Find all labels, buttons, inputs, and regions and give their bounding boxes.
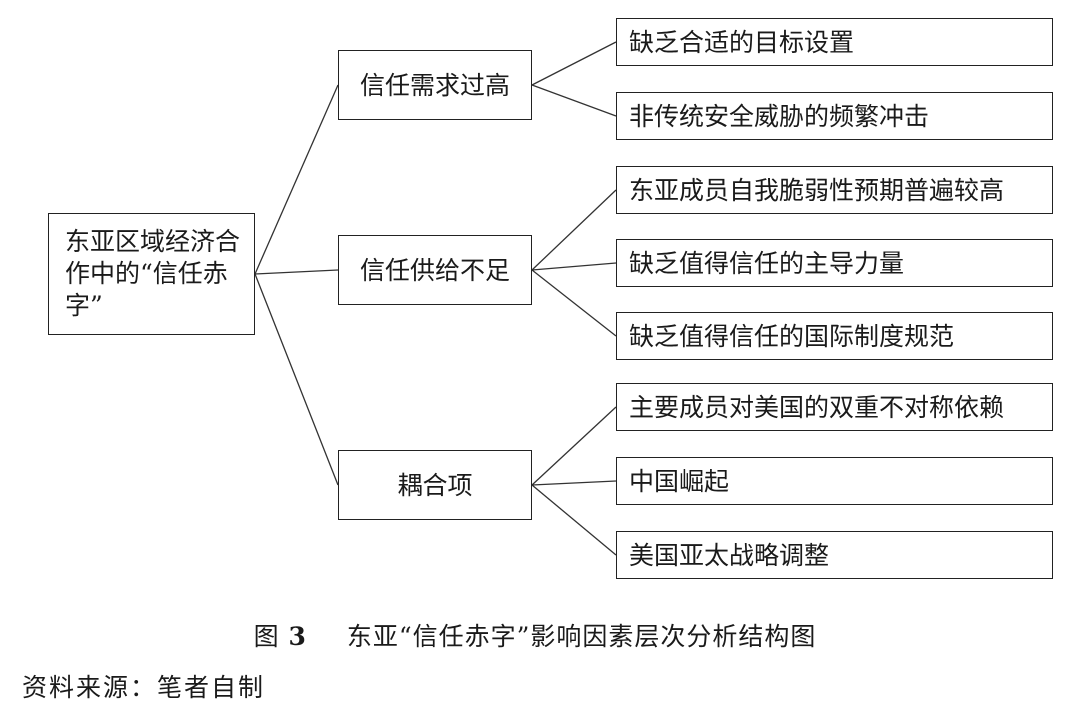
branch-node-coupling: 耦合项 (338, 450, 532, 520)
leaf-node-label: 缺乏值得信任的主导力量 (629, 248, 905, 278)
figure-caption-prefix: 图 (253, 622, 280, 651)
leaf-node: 缺乏合适的目标设置 (616, 18, 1053, 66)
branch-node-trust-demand: 信任需求过高 (338, 50, 532, 120)
branch-node-label: 信任供给不足 (359, 255, 510, 285)
figure-caption: 图 3 东亚“信任赤字”影响因素层次分析结构图 (0, 617, 1070, 653)
source-note: 资料来源：笔者自制 (22, 673, 266, 702)
leaf-node-label: 缺乏值得信任的国际制度规范 (629, 321, 955, 351)
leaf-node: 主要成员对美国的双重不对称依赖 (616, 383, 1053, 431)
connector-root-branch-1 (254, 84, 339, 275)
root-node: 东亚区域经济合作中的“信任赤字” (48, 213, 255, 335)
leaf-node-label: 主要成员对美国的双重不对称依赖 (629, 392, 1005, 422)
connector-root-branch-2 (254, 269, 339, 275)
branch-node-trust-supply: 信任供给不足 (338, 235, 532, 305)
leaf-node-label: 东亚成员自我脆弱性预期普遍较高 (629, 175, 1005, 205)
leaf-node-label: 中国崛起 (629, 466, 730, 496)
leaf-node: 非传统安全威胁的频繁冲击 (616, 92, 1053, 140)
leaf-node: 缺乏值得信任的主导力量 (616, 239, 1053, 287)
leaf-node-label: 非传统安全威胁的频繁冲击 (629, 101, 930, 131)
branch-node-label: 信任需求过高 (359, 70, 510, 100)
leaf-node: 中国崛起 (616, 457, 1053, 505)
connector-branch-3-leaf-8 (531, 484, 617, 556)
figure-number: 3 (288, 622, 307, 651)
connector-branch-1-leaf-2 (531, 84, 617, 117)
figure-caption-text: 东亚“信任赤字”影响因素层次分析结构图 (346, 622, 817, 651)
leaf-node: 美国亚太战略调整 (616, 531, 1053, 579)
branch-node-label: 耦合项 (397, 470, 473, 500)
connector-branch-2-leaf-4 (531, 262, 617, 271)
connector-branch-3-leaf-7 (531, 480, 617, 486)
connector-branch-2-leaf-3 (531, 189, 617, 271)
connector-branch-3-leaf-6 (531, 406, 617, 486)
connector-branch-1-leaf-1 (531, 41, 617, 86)
leaf-node: 东亚成员自我脆弱性预期普遍较高 (616, 166, 1053, 214)
root-node-label: 东亚区域经济合作中的“信任赤字” (65, 227, 241, 320)
leaf-node: 缺乏值得信任的国际制度规范 (616, 312, 1053, 360)
leaf-node-label: 缺乏合适的目标设置 (629, 27, 855, 57)
connector-branch-2-leaf-5 (531, 269, 617, 337)
connector-root-branch-3 (254, 273, 339, 486)
leaf-node-label: 美国亚太战略调整 (629, 540, 830, 570)
